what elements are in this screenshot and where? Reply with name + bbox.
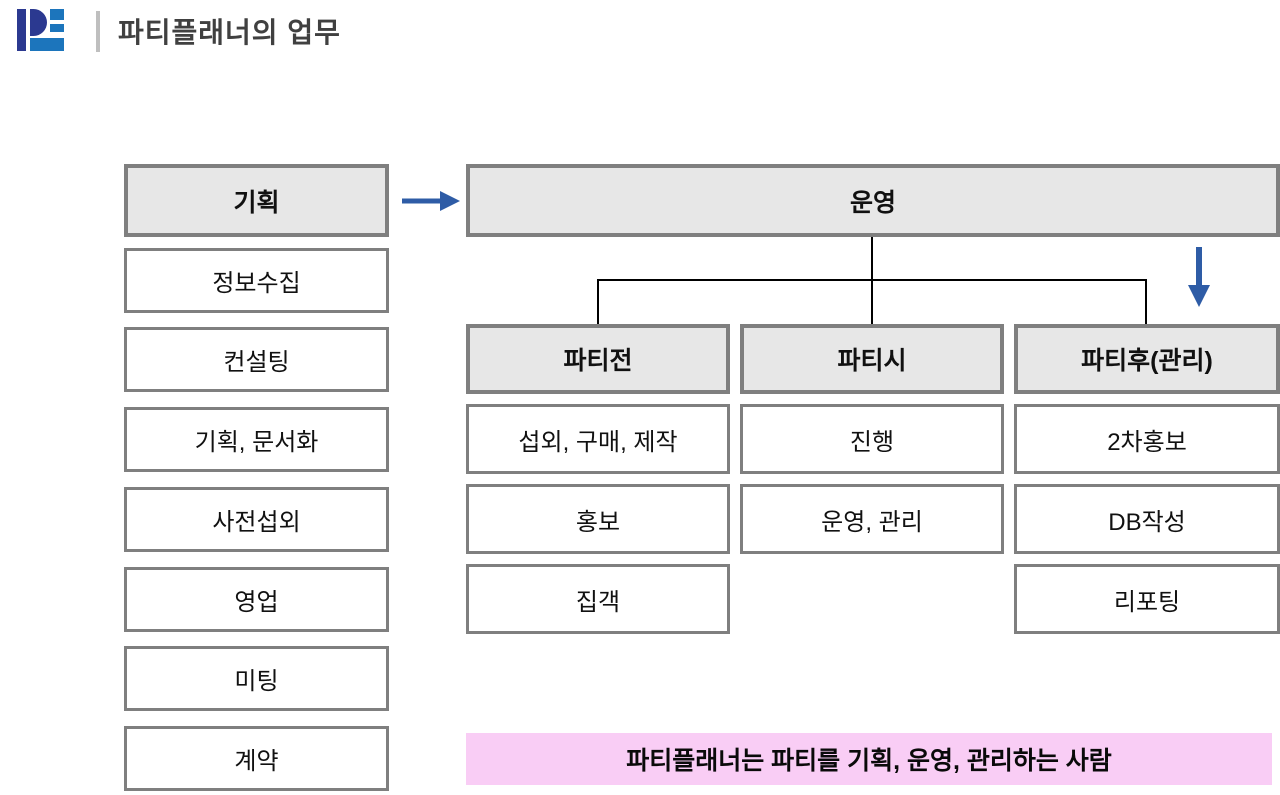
logo-block (17, 9, 26, 51)
during-party-header-box: 파티시 (740, 324, 1004, 394)
planning-item-box: 정보수집 (124, 248, 389, 313)
planning-item-box: 컨설팅 (124, 327, 389, 392)
pre-party-item-box: 집객 (466, 564, 730, 634)
pre-party-item-box: 섭외, 구매, 제작 (466, 404, 730, 474)
connector-line (871, 279, 873, 325)
post-party-item-box: 2차홍보 (1014, 404, 1280, 474)
planning-item-box: 계약 (124, 726, 389, 791)
arrow-right-icon (402, 191, 460, 211)
logo-block (50, 24, 64, 32)
planning-item-box: 영업 (124, 567, 389, 632)
connector-line (1145, 279, 1147, 325)
operations-header-box: 운영 (466, 164, 1280, 237)
summary-banner: 파티플래너는 파티를 기획, 운영, 관리하는 사람 (466, 733, 1272, 785)
page-title: 파티플래너의 업무 (118, 17, 341, 48)
during-party-item-box: 운영, 관리 (740, 484, 1004, 554)
during-party-item-box: 진행 (740, 404, 1004, 474)
connector-line (597, 279, 599, 325)
pre-party-header-box: 파티전 (466, 324, 730, 394)
planning-item-box: 미팅 (124, 646, 389, 711)
post-party-header-box: 파티후(관리) (1014, 324, 1280, 394)
logo-block (30, 9, 47, 36)
title-divider (96, 11, 100, 52)
post-party-item-box: DB작성 (1014, 484, 1280, 554)
pre-party-item-box: 홍보 (466, 484, 730, 554)
logo-block (50, 9, 64, 20)
connector-line (871, 237, 873, 280)
arrow-down-icon (1188, 247, 1210, 307)
planning-item-box: 사전섭외 (124, 487, 389, 552)
planning-header-box: 기획 (124, 164, 389, 237)
company-logo-icon (17, 8, 65, 52)
planning-item-box: 기획, 문서화 (124, 407, 389, 472)
logo-block (30, 38, 64, 51)
post-party-item-box: 리포팅 (1014, 564, 1280, 634)
